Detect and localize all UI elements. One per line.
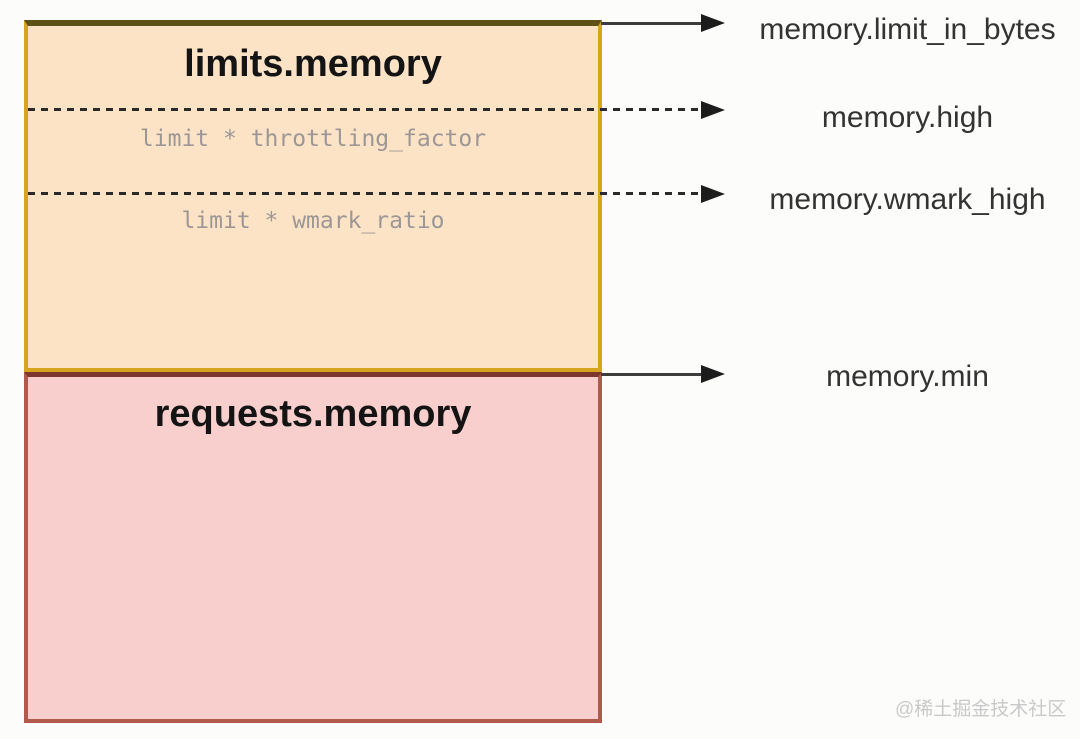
arrow-line-memory-limit-in-bytes [601,22,702,25]
label-memory-min: memory.min [826,360,989,393]
arrowhead-icon [701,101,725,119]
throttling-factor-label: limit * throttling_factor [139,126,487,152]
label-memory-limit-in-bytes: memory.limit_in_bytes [759,13,1056,46]
arrow-line-memory-high [28,108,702,111]
watermark-text: @稀土掘金技术社区 [895,699,1067,720]
limits-memory-box [24,20,602,372]
arrow-line-memory-wmark-high [28,192,702,195]
arrowhead-icon [701,185,725,203]
requests-memory-title: requests.memory [154,393,472,435]
arrowhead-icon [701,14,725,32]
limits-memory-title: limits.memory [184,43,442,85]
requests-memory-box [24,372,602,723]
label-memory-wmark-high: memory.wmark_high [769,183,1046,216]
wmark-ratio-label: limit * wmark_ratio [181,208,445,234]
arrow-line-memory-min [601,373,702,376]
arrowhead-icon [701,365,725,383]
label-memory-high: memory.high [821,101,994,134]
